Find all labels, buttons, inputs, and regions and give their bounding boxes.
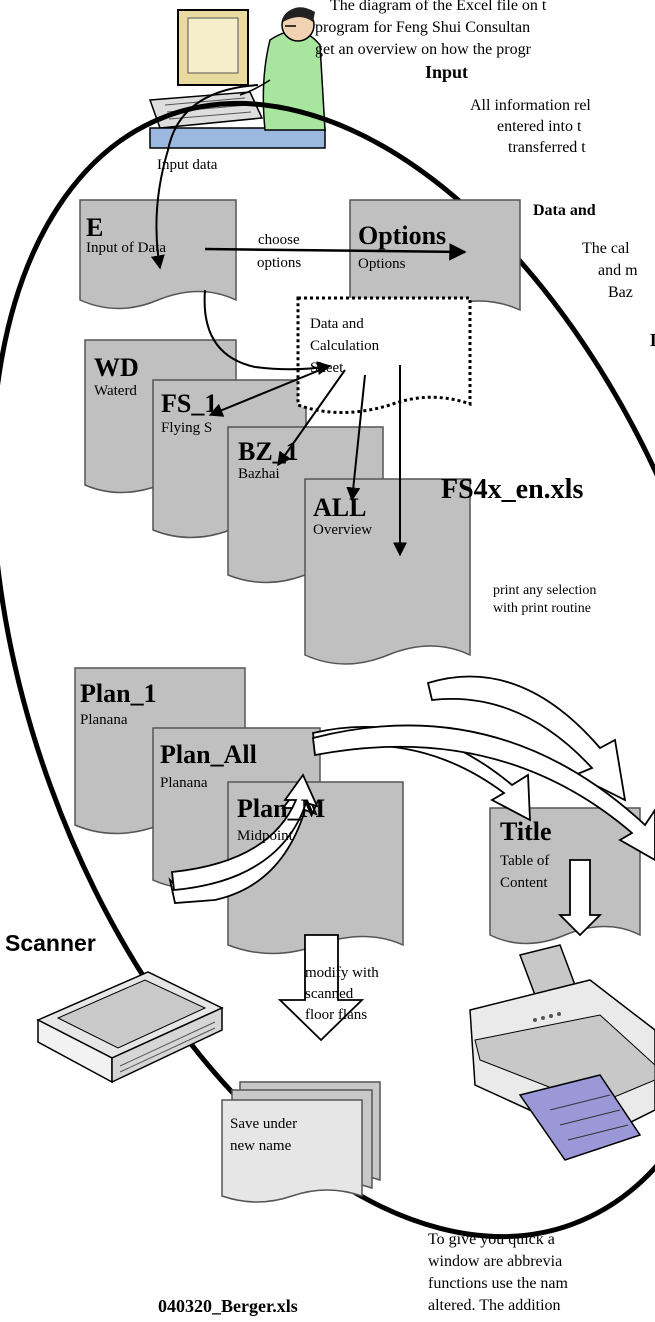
input-text-1: All information rel: [470, 97, 591, 114]
sheet-all-subtitle: Overview: [313, 522, 373, 538]
sheet-options-code: Options: [358, 221, 447, 250]
intro-line-3: get an overview on how the progr: [315, 41, 531, 58]
sheet-wd-subtitle: Waterd: [94, 383, 137, 399]
arrow-calc-to-fs1: [277, 369, 346, 467]
data-text-3: Baz: [608, 284, 633, 301]
sheet-plan1-code: Plan_1: [80, 679, 157, 708]
data-text-2: and m: [598, 262, 638, 279]
scan-arrow-scanner-to-planm: [171, 773, 319, 891]
modify-note-line-3: floor flans: [305, 1007, 368, 1023]
sheet-bz1-code: BZ_1: [238, 437, 299, 466]
input-heading: Input: [425, 62, 469, 82]
sheet-planm-subtitle: Midpoint: [237, 828, 293, 844]
stray-heading-letter: D: [650, 330, 655, 351]
input-data-label: Input data: [157, 157, 218, 173]
sheet-bz1-subtitle: Bazhai: [238, 466, 280, 482]
footer-line-1: To give you quick a: [428, 1231, 555, 1248]
modify-note-line-1: modify with: [305, 965, 379, 981]
choose-options-line-1: choose: [258, 232, 300, 248]
sheet-fs1-subtitle: Flying S: [161, 420, 213, 436]
arrow-e-to-calc: [203, 289, 332, 376]
save-stack-page-1: [221, 1099, 363, 1203]
sheet-all-shape: [304, 478, 471, 665]
data-text-1: The cal: [582, 240, 630, 257]
sheet-all-code: ALL: [313, 493, 367, 522]
print-note-line-1: print any selection: [493, 583, 597, 598]
sheet-options-subtitle: Options: [358, 256, 406, 272]
input-text-3: transferred t: [508, 139, 586, 156]
intro-line-1: The diagram of the Excel file on t: [330, 0, 547, 14]
sheet-planall-subtitle: Planana: [160, 775, 208, 791]
calc-sheet-line-2: Calculation: [310, 338, 380, 354]
sheet-plan1-subtitle: Planana: [80, 712, 128, 728]
save-box-line-1: Save under: [230, 1116, 298, 1132]
data-heading: Data and: [533, 202, 596, 219]
sheet-title-subtitle-2: Content: [500, 875, 548, 891]
sheet-fs1-code: FS_1: [161, 389, 218, 418]
footer-line-3: functions use the nam: [428, 1275, 568, 1292]
calc-sheet-line-1: Data and: [310, 316, 364, 332]
arrow-save-under-new-name: [277, 934, 365, 1042]
save-box-line-2: new name: [230, 1138, 292, 1154]
modify-note-line-2: scanned: [305, 986, 354, 1002]
intro-line-2: program for Feng Shui Consultan: [315, 19, 531, 36]
output-file-name: 040320_Berger.xls: [158, 1296, 298, 1316]
print-arrow-all-to-title: [426, 675, 627, 802]
arrow-input-data: [150, 84, 259, 270]
footer-line-2: window are abbrevia: [428, 1253, 563, 1270]
arrow-choose-options: [204, 243, 467, 261]
sheet-title-subtitle-1: Table of: [500, 853, 550, 869]
sheet-wd-code: WD: [94, 353, 139, 382]
footer-line-4: altered. The addition: [428, 1297, 561, 1314]
sheet-planm-code: Plan_M: [237, 794, 326, 823]
input-text-2: entered into t: [497, 118, 582, 135]
sheet-e-subtitle: Input of Data: [86, 240, 166, 256]
sheet-planall-code: Plan_All: [160, 740, 257, 769]
arrow-calc-to-wd: [208, 367, 326, 417]
sheet-title-code: Title: [500, 817, 552, 846]
scanner-illustration: [36, 971, 224, 1084]
arrow-title-to-printer: [557, 859, 603, 937]
arrow-calc-to-bz1: [346, 374, 366, 502]
sheet-e-code: E: [86, 213, 104, 242]
printer-illustration: [469, 944, 655, 1161]
print-arrow-planall-to-printer: [312, 724, 655, 862]
scanner-label: Scanner: [5, 930, 96, 956]
choose-options-line-2: options: [257, 255, 302, 271]
calculation-sheet-box: [296, 296, 472, 414]
workbook-name: FS4x_en.xls: [441, 474, 584, 505]
print-note-line-2: with print routine: [493, 601, 591, 616]
sheet-title-shape: [489, 807, 641, 945]
calc-sheet-line-3: Sheet: [310, 360, 344, 376]
